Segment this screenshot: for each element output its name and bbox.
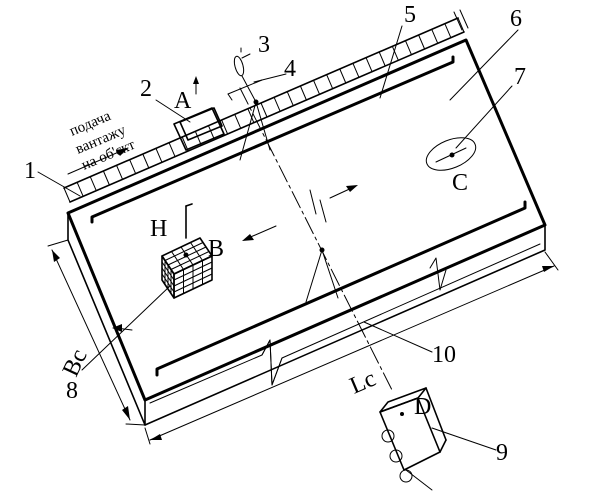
rail-tick <box>89 176 97 192</box>
cube-grid-line <box>161 273 175 293</box>
movement-arrows <box>242 185 358 241</box>
cube-grid-line <box>190 242 203 261</box>
rail-tick <box>273 96 281 112</box>
rail-tick <box>378 51 386 67</box>
container-a <box>173 76 225 151</box>
slab-left-side <box>67 212 146 426</box>
cube-grid-line <box>170 251 210 270</box>
label-bc: Bc <box>58 345 93 380</box>
rail-tick <box>286 91 294 107</box>
label-a: A <box>174 88 192 114</box>
rail-tick <box>326 74 334 90</box>
label-7: 7 <box>514 64 526 90</box>
rail-tick <box>404 40 412 56</box>
label-4: 4 <box>284 56 296 82</box>
rail-tick <box>418 34 426 50</box>
rail-tick <box>102 170 110 186</box>
label-3: 3 <box>258 32 270 58</box>
rail-tick <box>76 181 84 197</box>
crane-axis <box>239 87 393 391</box>
slab-front-side <box>144 224 546 426</box>
rail-tick <box>431 28 439 44</box>
rail-tick <box>299 85 307 101</box>
rail-tick <box>116 164 124 180</box>
rail-tick <box>129 159 137 175</box>
vehicle-d <box>379 387 447 491</box>
rail-tick <box>155 147 163 163</box>
leader-lines <box>37 25 519 451</box>
label-lc: Lc <box>346 366 379 400</box>
rail-tick <box>457 17 465 33</box>
rail-tick <box>365 57 373 73</box>
rail-tick <box>352 62 360 78</box>
crane-runway-marks <box>90 55 527 377</box>
label-2: 2 <box>140 76 152 102</box>
rail-tick <box>63 187 71 203</box>
rail-tick <box>221 119 229 135</box>
rail-tick <box>313 79 321 95</box>
label-5: 5 <box>404 2 416 28</box>
crane-rail <box>63 9 469 203</box>
dimension-bc <box>47 239 146 426</box>
label-6: 6 <box>510 6 522 32</box>
labels: 1 2 3 4 5 6 7 8 9 10 A B C D H Bc Lc под… <box>24 2 526 466</box>
rail-tick <box>194 130 202 146</box>
cube-grid-line <box>173 273 213 293</box>
label-d: D <box>414 394 431 420</box>
rail-tick <box>391 45 399 61</box>
rail-tick <box>260 102 268 118</box>
rail-tick <box>234 113 242 129</box>
load-b <box>161 203 213 299</box>
label-9: 9 <box>496 440 508 466</box>
dimension-lc <box>144 251 559 445</box>
rail-tick <box>247 108 255 124</box>
crane-top <box>227 47 263 103</box>
rail-tick <box>207 125 215 141</box>
label-c: C <box>452 170 468 196</box>
rail-tick <box>444 23 452 39</box>
rail-tick <box>168 142 176 158</box>
rail-tick <box>339 68 347 84</box>
target-c <box>425 137 477 171</box>
rail-tick <box>142 153 150 169</box>
supply-arrow <box>67 147 129 175</box>
label-10: 10 <box>432 342 456 368</box>
label-1: 1 <box>24 158 36 184</box>
break-lines <box>67 239 541 404</box>
label-b: B <box>208 236 224 262</box>
label-8: 8 <box>66 378 78 404</box>
label-h: H <box>150 216 167 242</box>
